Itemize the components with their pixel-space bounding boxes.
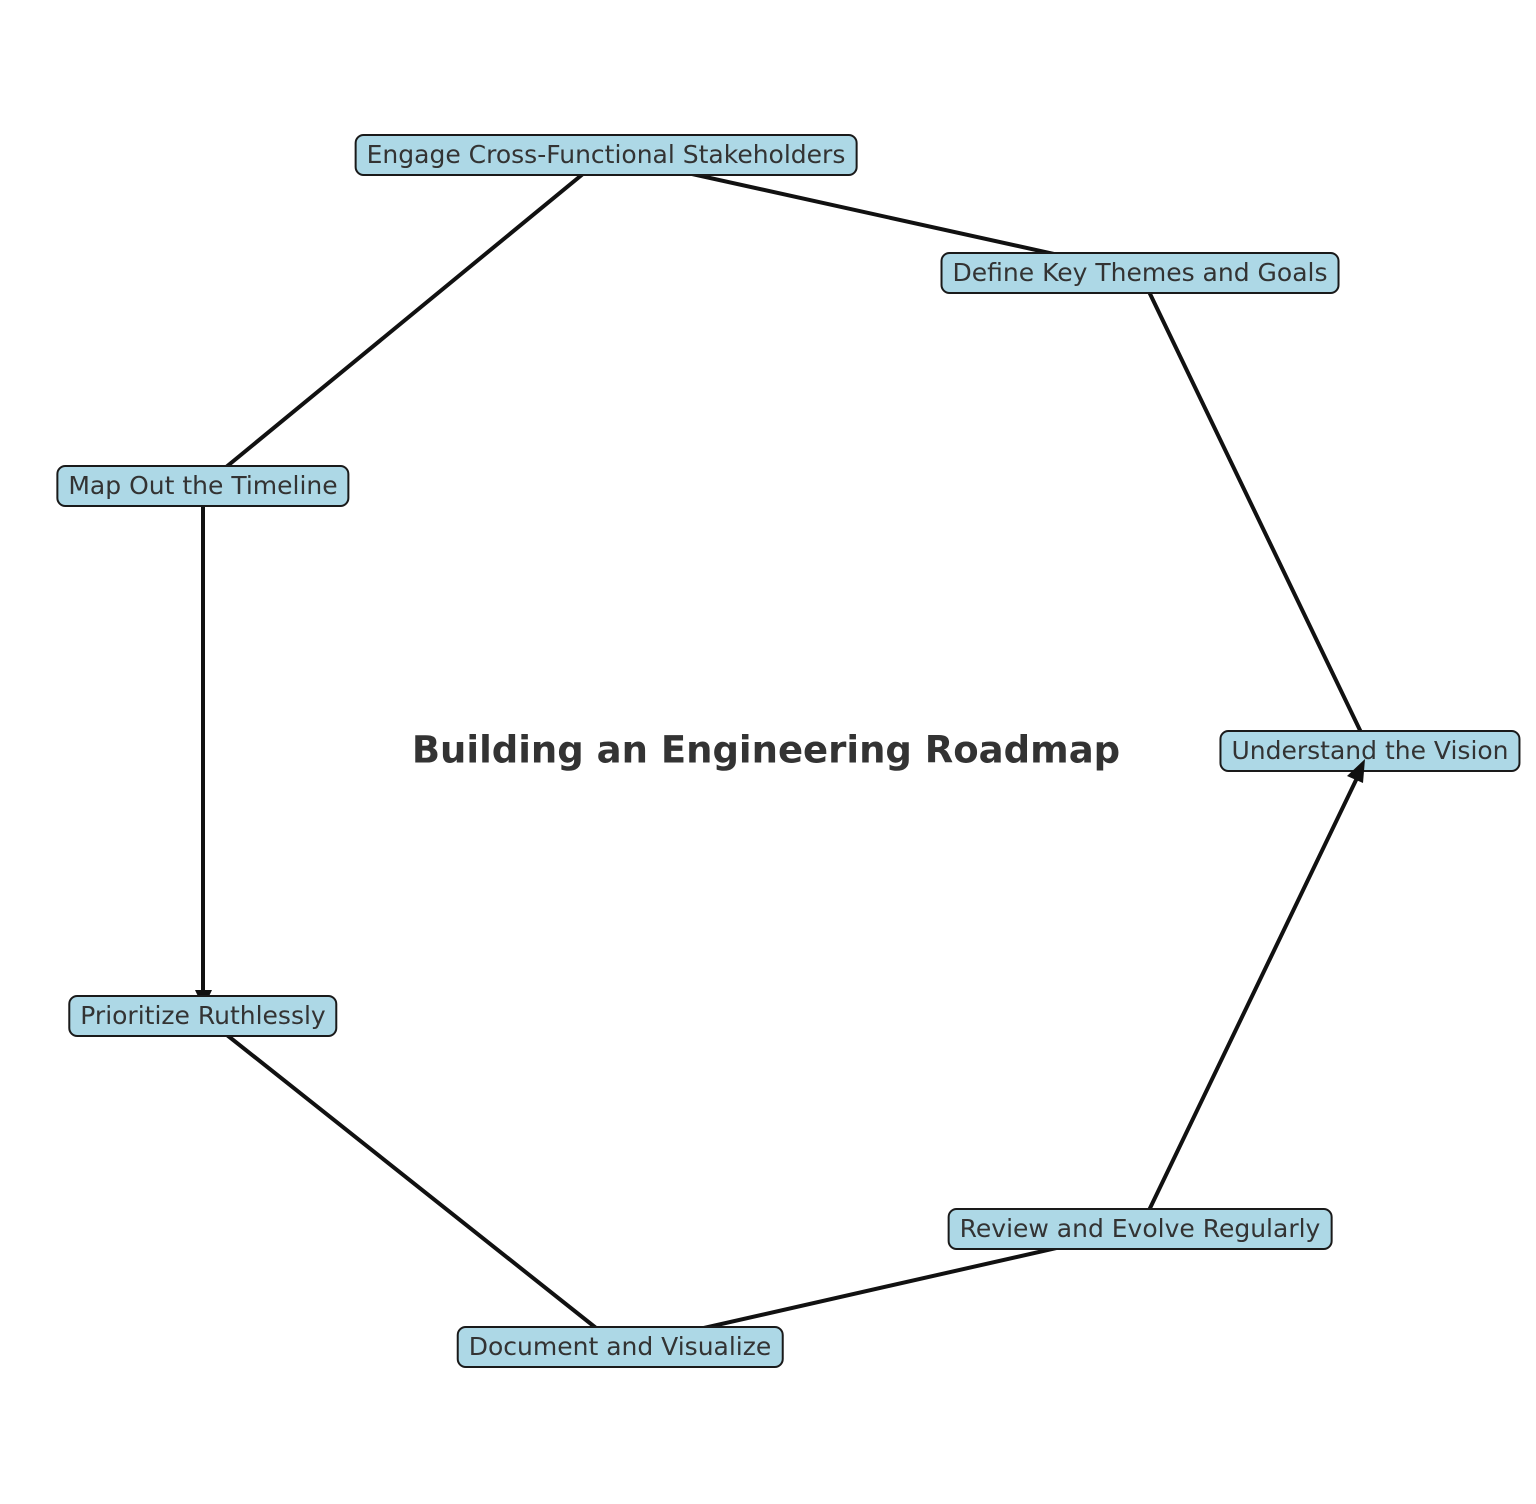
node-document-and-visualize: Document and Visualize <box>456 1326 784 1368</box>
edge-engage-to-map <box>201 153 608 488</box>
node-review-and-evolve-regularly: Review and Evolve Regularly <box>947 1208 1333 1250</box>
edge-review-to-understand <box>1138 749 1372 1231</box>
node-define-key-themes-and-goals: Define Key Themes and Goals <box>940 252 1340 294</box>
edge-prioritize-to-document <box>201 1014 622 1349</box>
node-prioritize-ruthlessly: Prioritize Ruthlessly <box>68 995 338 1037</box>
node-engage-cross-functional-stakeholders: Engage Cross-Functional Stakeholders <box>354 134 858 176</box>
diagram-title: Building an Engineering Roadmap <box>411 728 1121 772</box>
node-understand-the-vision: Understand the Vision <box>1219 730 1521 772</box>
node-map-out-the-timeline: Map Out the Timeline <box>56 465 350 507</box>
edge-understand-to-define <box>1138 271 1372 753</box>
